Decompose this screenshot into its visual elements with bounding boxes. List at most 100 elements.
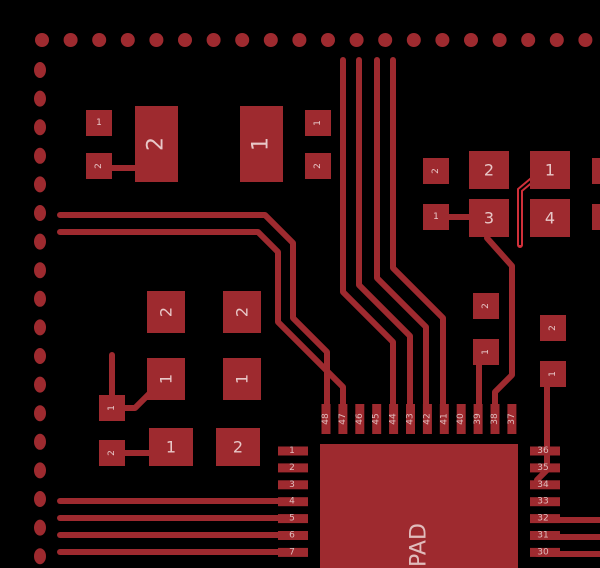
pad-label: 2	[233, 307, 252, 317]
ic-pin[interactable]	[278, 547, 308, 557]
ic-pin-label: 1	[289, 446, 295, 456]
pad-label: 2	[431, 168, 441, 174]
ic-pin[interactable]	[321, 404, 331, 434]
outline-dot	[34, 491, 46, 507]
outline-dot	[321, 33, 335, 47]
ic-pin[interactable]	[372, 404, 382, 434]
ic-pin[interactable]	[278, 497, 308, 507]
outline-dot	[63, 33, 78, 47]
ic-exposed-pad[interactable]	[320, 444, 518, 568]
pad-u1-2[interactable]	[86, 153, 112, 179]
pad-d2-2[interactable]	[540, 315, 566, 341]
ic-pin[interactable]	[278, 480, 308, 490]
ic-pin[interactable]	[355, 404, 365, 434]
pad-r3-1[interactable]	[99, 395, 125, 421]
ic-pin[interactable]	[278, 531, 308, 540]
ic-pin[interactable]	[473, 404, 483, 434]
outline-dot	[263, 33, 278, 47]
ic-pin[interactable]	[456, 404, 466, 434]
pad-labels: 1 2 2 1 1 2 2 2 1 1 3 4 2 2 1 1 1 2 1 2 …	[94, 118, 558, 567]
pad-q1-pin4[interactable]	[530, 199, 570, 237]
pad-label: 1	[545, 161, 555, 180]
pad-u4-2[interactable]	[305, 153, 331, 179]
pad-r2-2[interactable]	[223, 291, 261, 333]
ic-pin-label: 4	[289, 497, 295, 507]
ic-pin[interactable]	[278, 514, 308, 524]
outline-dot	[34, 348, 46, 364]
pad-u3-1[interactable]	[240, 106, 283, 182]
trace	[390, 57, 446, 413]
ic-pin[interactable]	[278, 463, 308, 473]
outline-dot	[34, 433, 46, 450]
outline-dot	[34, 262, 46, 279]
pad-label: 2	[157, 307, 176, 317]
ic-pin-label: 31	[537, 531, 548, 541]
pad-r4-2[interactable]	[99, 440, 125, 466]
trace	[57, 229, 346, 413]
outline-dot	[34, 519, 46, 536]
ic-pin[interactable]	[439, 404, 449, 434]
ic-pin-label: 2	[289, 463, 295, 473]
ic-pin[interactable]	[422, 404, 432, 434]
pad-r5-2[interactable]	[216, 428, 260, 466]
trace	[340, 57, 396, 413]
pad-q1-2[interactable]	[423, 158, 449, 184]
pad-c1-1[interactable]	[423, 204, 449, 230]
outline-dot	[34, 376, 46, 393]
ic-pin[interactable]	[530, 463, 560, 473]
pad-label: 3	[484, 209, 494, 228]
pad-d2-1[interactable]	[540, 361, 566, 387]
ic-pin-label: 46	[355, 413, 365, 425]
ic-pin-label: 40	[456, 413, 466, 425]
pad-r4-1[interactable]	[149, 428, 193, 466]
pad-d1-2[interactable]	[473, 293, 499, 319]
ic-pin[interactable]	[278, 446, 308, 456]
outline-dot	[578, 33, 593, 47]
pad-u4-1[interactable]	[305, 110, 331, 136]
ic-pin[interactable]	[530, 531, 560, 540]
pad-u1-1[interactable]	[86, 110, 112, 136]
pad-q1-pin4b[interactable]	[592, 204, 600, 230]
pad-q1-pin2[interactable]	[469, 151, 509, 189]
outline-dot	[34, 405, 46, 422]
pad-r1-2[interactable]	[147, 291, 185, 333]
outline-dot	[34, 62, 46, 78]
pad-q1-pin1[interactable]	[530, 151, 570, 189]
ic-pin[interactable]	[530, 514, 560, 524]
ic-epad-label: PAD	[407, 523, 432, 567]
pad-u2-2[interactable]	[135, 106, 178, 182]
ic-pin-label: 35	[537, 463, 548, 473]
ic-pin[interactable]	[406, 404, 415, 434]
pad-label: 1	[96, 118, 102, 128]
ic-pin-label: 38	[490, 413, 500, 425]
ic-pin-label: 36	[537, 446, 549, 456]
pad-label: 1	[166, 438, 176, 457]
ic-pin[interactable]	[530, 446, 560, 456]
ic-pin[interactable]	[530, 497, 560, 507]
pad-r1-1[interactable]	[147, 358, 185, 400]
pad-q1-pin3[interactable]	[469, 199, 509, 237]
outline-dot	[178, 33, 192, 47]
outline-dot	[464, 33, 478, 47]
outline-dot	[35, 33, 49, 47]
pad-label: 1	[481, 349, 491, 355]
pad-q1-pin1b[interactable]	[592, 158, 600, 184]
ic-pin[interactable]	[338, 404, 348, 434]
pad-label: 1	[157, 374, 176, 384]
pad-label: 4	[545, 209, 555, 228]
ic-pin[interactable]	[507, 404, 517, 434]
ic-pin-label: 39	[473, 413, 483, 425]
ic-pin-label: 5	[289, 514, 295, 524]
ic-pin-label: 7	[289, 547, 295, 557]
outline-dot	[378, 33, 393, 47]
pad-r2-1[interactable]	[223, 358, 261, 400]
outline-dot	[34, 176, 46, 193]
ic-pin[interactable]	[490, 404, 500, 434]
pad-d1-1[interactable]	[473, 339, 499, 365]
ic-pin[interactable]	[389, 404, 399, 434]
ic-pin[interactable]	[530, 480, 560, 490]
ic-pin[interactable]	[530, 547, 560, 557]
